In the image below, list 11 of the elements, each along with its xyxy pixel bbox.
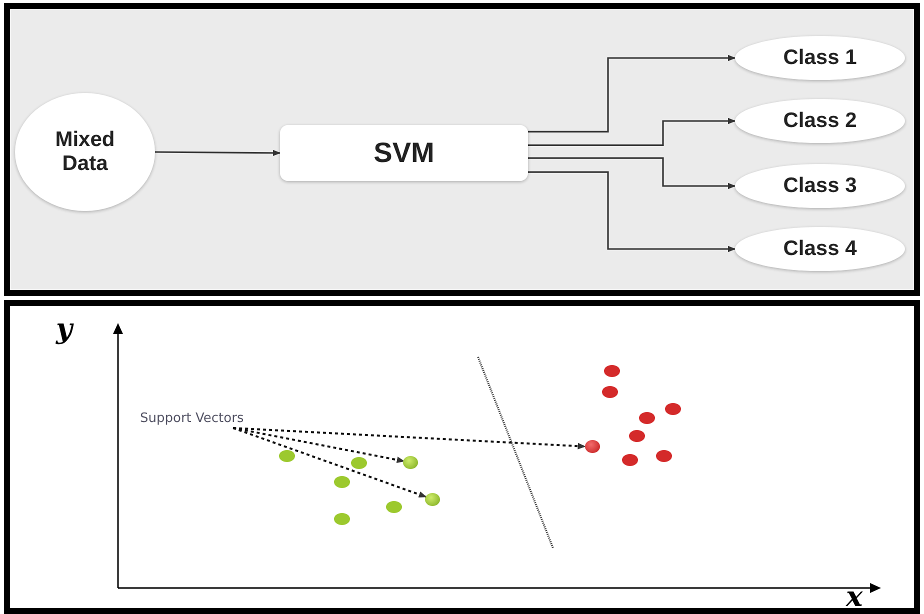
process-box: SVM	[280, 125, 528, 181]
arrow	[528, 157, 736, 190]
axis-label: x	[846, 580, 863, 613]
arrow	[155, 150, 281, 156]
axis-label: y	[56, 312, 72, 345]
arrow	[528, 54, 736, 133]
arrow	[232, 427, 427, 498]
arrow	[528, 118, 736, 146]
annotation-text: Support Vectors	[140, 408, 330, 428]
arrow	[233, 427, 586, 450]
arrow	[528, 171, 736, 252]
